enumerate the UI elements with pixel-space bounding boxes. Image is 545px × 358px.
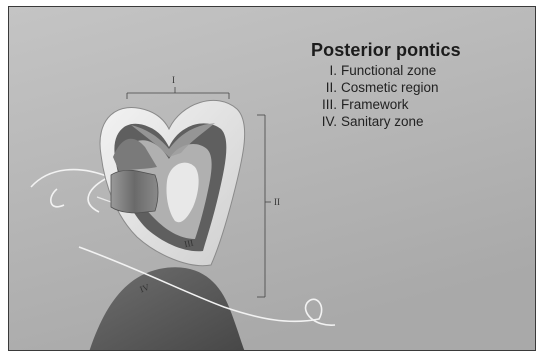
diagram-slide: I II III IV Posterior pontics I. Functio… bbox=[8, 6, 536, 351]
legend-item-label: Cosmetic region bbox=[341, 79, 439, 96]
legend-item-functional-zone: I. Functional zone bbox=[311, 62, 531, 79]
connector-band bbox=[111, 170, 158, 213]
legend-item-framework: III. Framework bbox=[311, 96, 531, 113]
label-functional: I bbox=[172, 75, 175, 85]
legend-numeral: III. bbox=[311, 96, 337, 113]
legend-item-label: Framework bbox=[341, 96, 409, 113]
legend-item-cosmetic-region: II. Cosmetic region bbox=[311, 79, 531, 96]
legend-item-label: Sanitary zone bbox=[341, 113, 424, 130]
legend-numeral: II. bbox=[311, 79, 337, 96]
legend-item-label: Functional zone bbox=[341, 62, 436, 79]
legend-item-sanitary-zone: IV. Sanitary zone bbox=[311, 113, 531, 130]
legend-numeral: I. bbox=[311, 62, 337, 79]
legend: Posterior pontics I. Functional zone II.… bbox=[311, 39, 531, 130]
label-cosmetic: II bbox=[274, 197, 280, 207]
legend-numeral: IV. bbox=[311, 113, 337, 130]
legend-title: Posterior pontics bbox=[311, 39, 531, 61]
legend-list: I. Functional zone II. Cosmetic region I… bbox=[311, 62, 531, 130]
